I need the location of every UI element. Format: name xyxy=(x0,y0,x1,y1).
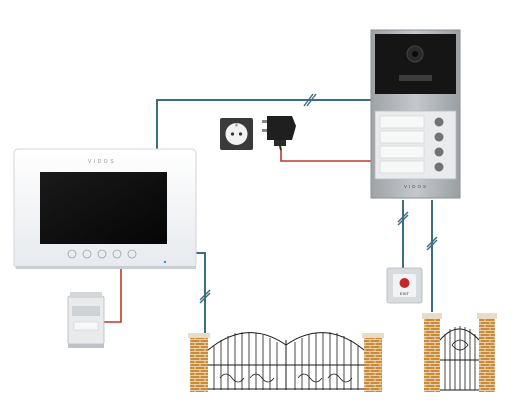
call-button-icon[interactable] xyxy=(434,117,444,127)
exit-button-label: EXIT xyxy=(400,291,409,296)
call-buttons xyxy=(379,115,444,174)
monitor-screen xyxy=(40,172,167,244)
din-power-supply-icon xyxy=(67,292,105,348)
call-button-icon[interactable] xyxy=(434,132,444,142)
wire-break-marks xyxy=(199,93,438,304)
monitor-button-icon[interactable] xyxy=(67,249,77,259)
driveway-gate-icon xyxy=(188,332,384,392)
monitor-button-icon[interactable] xyxy=(112,249,122,259)
monitor-buttons xyxy=(67,249,137,259)
call-button-icon[interactable] xyxy=(434,162,444,172)
monitor-button-icon[interactable] xyxy=(97,249,107,259)
wicket-gate-icon xyxy=(422,313,497,392)
power-wires xyxy=(104,150,376,323)
wire-monitor-to-panel xyxy=(156,99,374,150)
monitor-led-icon xyxy=(163,260,167,264)
wire-adapter-to-panel xyxy=(280,150,376,162)
call-button-icon[interactable] xyxy=(434,147,444,157)
wire-psu-to-monitor xyxy=(104,268,122,323)
exit-button-icon[interactable]: EXIT xyxy=(386,267,423,304)
monitor-button-icon[interactable] xyxy=(127,249,137,259)
monitor-button-icon[interactable] xyxy=(82,249,92,259)
indoor-monitor: VIDOS xyxy=(13,148,197,269)
power-socket-icon xyxy=(220,118,253,150)
door-panel: VIDOS xyxy=(370,29,461,199)
power-adapter-icon xyxy=(262,116,296,151)
panel-brand-label: VIDOS xyxy=(404,184,428,189)
monitor-brand-label: VIDOS xyxy=(88,159,116,165)
camera-module xyxy=(375,34,456,94)
